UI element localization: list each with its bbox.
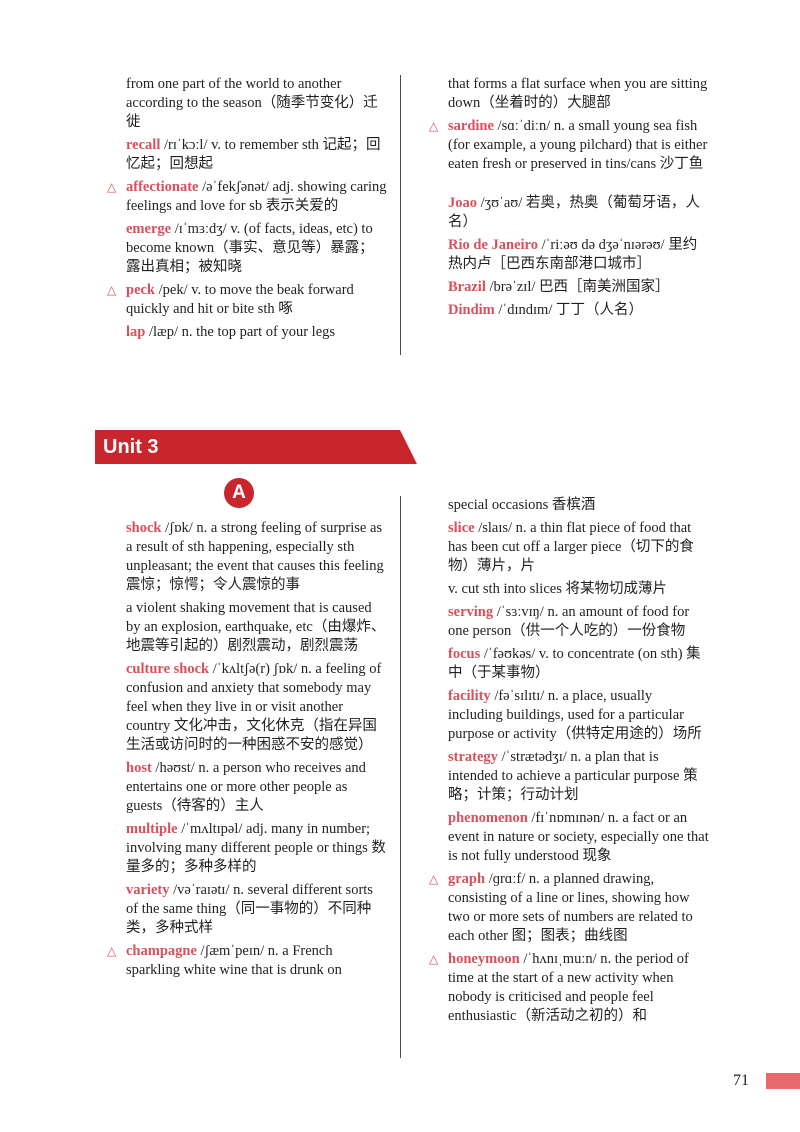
page-number: 71 — [733, 1072, 749, 1089]
glossary-entry: variety /vəˈraɪətɪ/ n. several different… — [126, 881, 386, 938]
section-badge: A — [224, 478, 254, 508]
page-tab-marker — [766, 1073, 800, 1089]
glossary-entry: △ sardine /sɑːˈdiːn/ n. a small young sea… — [429, 117, 710, 174]
definition: a violent shaking movement that is cause… — [126, 600, 386, 654]
triangle-marker-icon: △ — [429, 119, 439, 133]
triangle-marker-icon: △ — [429, 952, 439, 966]
headword: peck — [126, 282, 155, 298]
glossary-entry: facility /fəˈsɪlɪtɪ/ n. a place, usually… — [448, 687, 710, 744]
headword: variety — [126, 882, 170, 898]
glossary-entry: Dindim /ˈdɪndɪm/ 丁丁（人名） — [448, 301, 710, 320]
bottom-left-column: shock /ʃɒk/ n. a strong feeling of surpr… — [107, 519, 386, 984]
glossary-entry: △ affectionate /əˈfekʃənət/ adj. showing … — [107, 178, 388, 216]
definition: /ɪˈmɜːdʒ/ v. (of facts, ideas, etc) to b… — [126, 221, 374, 275]
definition: /fɪˈnɒmɪnən/ n. a fact or an event in na… — [448, 810, 709, 864]
definition: /læp/ n. the top part of your legs — [145, 324, 336, 340]
glossary-entry: △ graph /ɡrɑːf/ n. a planned drawing, con… — [429, 870, 710, 946]
glossary-entry: △ champagne /ʃæmˈpeɪn/ n. a French sparkl… — [107, 942, 386, 980]
definition: /ʒʊˈaʊ/ 若奥，热奥（葡萄牙语，人名） — [448, 195, 700, 230]
triangle-marker-icon: △ — [429, 872, 439, 886]
glossary-entry: lap /læp/ n. the top part of your legs — [126, 323, 388, 342]
glossary-entry: a violent shaking movement that is cause… — [126, 599, 386, 656]
headword: shock — [126, 520, 162, 536]
definition: /ˈhʌnɪˌmuːn/ n. the period of time at th… — [448, 951, 689, 1024]
glossary-entry: multiple /ˈmʌltɪpəl/ adj. many in number… — [126, 820, 386, 877]
unit-banner — [95, 430, 417, 464]
triangle-marker-icon: △ — [107, 944, 117, 958]
bottom-right-column: special occasions 香槟酒 slice /slaɪs/ n. a … — [429, 496, 710, 1030]
definition: /fəˈsɪlɪtɪ/ n. a place, usually includin… — [448, 688, 702, 742]
definition: /brəˈzɪl/ 巴西［南美洲国家］ — [485, 279, 670, 295]
definition: /ˈfəʊkəs/ v. to concentrate (on sth) 集中（… — [448, 646, 701, 681]
glossary-entry: shock /ʃɒk/ n. a strong feeling of surpr… — [126, 519, 386, 595]
headword: affectionate — [126, 179, 199, 195]
glossary-entry: slice /slaɪs/ n. a thin flat piece of fo… — [448, 519, 710, 576]
headword: Dindim — [448, 302, 495, 318]
headword: strategy — [448, 749, 498, 765]
definition: /ˈstrætədʒɪ/ n. a plan that is intended … — [448, 749, 698, 803]
definition: /ɡrɑːf/ n. a planned drawing, consisting… — [448, 871, 693, 944]
glossary-entry: Brazil /brəˈzɪl/ 巴西［南美洲国家］ — [448, 278, 710, 297]
glossary-entry: Joao /ʒʊˈaʊ/ 若奥，热奥（葡萄牙语，人名） — [448, 194, 710, 232]
headword: focus — [448, 646, 481, 662]
top-left-column: from one part of the world to another ac… — [107, 75, 388, 346]
glossary-entry: v. cut sth into slices 将某物切成薄片 — [448, 580, 710, 599]
headword: serving — [448, 604, 494, 620]
glossary-entry: emerge /ɪˈmɜːdʒ/ v. (of facts, ideas, et… — [126, 220, 388, 277]
triangle-marker-icon: △ — [107, 283, 117, 297]
definition: /slaɪs/ n. a thin flat piece of food tha… — [448, 520, 694, 574]
column-divider-bottom — [400, 496, 401, 1058]
glossary-entry: from one part of the world to another ac… — [126, 75, 388, 132]
headword: honeymoon — [448, 951, 520, 967]
headword: culture shock — [126, 661, 210, 677]
glossary-entry: △ honeymoon /ˈhʌnɪˌmuːn/ n. the period of… — [429, 950, 710, 1026]
headword: graph — [448, 871, 486, 887]
headword: host — [126, 760, 152, 776]
definition: that forms a flat surface when you are s… — [448, 76, 708, 111]
top-right-column: that forms a flat surface when you are s… — [429, 75, 710, 324]
glossary-entry: culture shock /ˈkʌltʃə(r) ʃɒk/ n. a feel… — [126, 660, 386, 755]
headword: recall — [126, 137, 161, 153]
definition: /ʃɒk/ n. a strong feeling of surprise as… — [126, 520, 384, 593]
glossary-entry: serving /ˈsɜːvɪŋ/ n. an amount of food f… — [448, 603, 710, 641]
definition: from one part of the world to another ac… — [126, 76, 378, 130]
headword: sardine — [448, 118, 494, 134]
glossary-entry: recall /rɪˈkɔːl/ v. to remember sth 记起；回… — [126, 136, 388, 174]
headword: lap — [126, 324, 146, 340]
headword: facility — [448, 688, 491, 704]
triangle-marker-icon: △ — [107, 180, 117, 194]
headword: Brazil — [448, 279, 486, 295]
glossary-entry: phenomenon /fɪˈnɒmɪnən/ n. a fact or an … — [448, 809, 710, 866]
definition: special occasions 香槟酒 — [448, 497, 596, 513]
definition: /pek/ v. to move the beak forward quickl… — [126, 282, 354, 317]
glossary-entry: strategy /ˈstrætədʒɪ/ n. a plan that is … — [448, 748, 710, 805]
glossary-entry: focus /ˈfəʊkəs/ v. to concentrate (on st… — [448, 645, 710, 683]
headword: champagne — [126, 943, 197, 959]
definition: v. cut sth into slices 将某物切成薄片 — [448, 581, 667, 597]
definition: /ˈkʌltʃə(r) ʃɒk/ n. a feeling of confusi… — [126, 661, 382, 753]
definition: /həʊst/ n. a person who receives and ent… — [126, 760, 366, 814]
unit-title: Unit 3 — [103, 436, 159, 458]
headword: multiple — [126, 821, 178, 837]
headword: Joao — [448, 195, 477, 211]
headword: phenomenon — [448, 810, 528, 826]
definition: /ˈmʌltɪpəl/ adj. many in number; involvi… — [126, 821, 386, 875]
glossary-entry: that forms a flat surface when you are s… — [448, 75, 710, 113]
definition: /ˈriːəʊ də dʒəˈnɪərəʊ/ 里约热内卢［巴西东南部港口城市］ — [448, 237, 698, 272]
column-divider-top — [400, 75, 401, 355]
headword: Rio de Janeiro — [448, 237, 538, 253]
glossary-entry: special occasions 香槟酒 — [448, 496, 710, 515]
definition: /ˈsɜːvɪŋ/ n. an amount of food for one p… — [448, 604, 690, 639]
definition: /rɪˈkɔːl/ v. to remember sth 记起；回忆起；回想起 — [126, 137, 381, 172]
glossary-entry: △ peck /pek/ v. to move the beak forward … — [107, 281, 388, 319]
definition: /ʃæmˈpeɪn/ n. a French sparkling white w… — [126, 943, 342, 978]
glossary-entry: host /həʊst/ n. a person who receives an… — [126, 759, 386, 816]
definition: /sɑːˈdiːn/ n. a small young sea fish (fo… — [448, 118, 708, 172]
headword: slice — [448, 520, 475, 536]
definition: /ˈdɪndɪm/ 丁丁（人名） — [494, 302, 643, 318]
definition: /əˈfekʃənət/ adj. showing caring feeling… — [126, 179, 387, 214]
glossary-entry: Rio de Janeiro /ˈriːəʊ də dʒəˈnɪərəʊ/ 里约… — [448, 236, 710, 274]
definition: /vəˈraɪətɪ/ n. several different sorts o… — [126, 882, 373, 936]
headword: emerge — [126, 221, 172, 237]
